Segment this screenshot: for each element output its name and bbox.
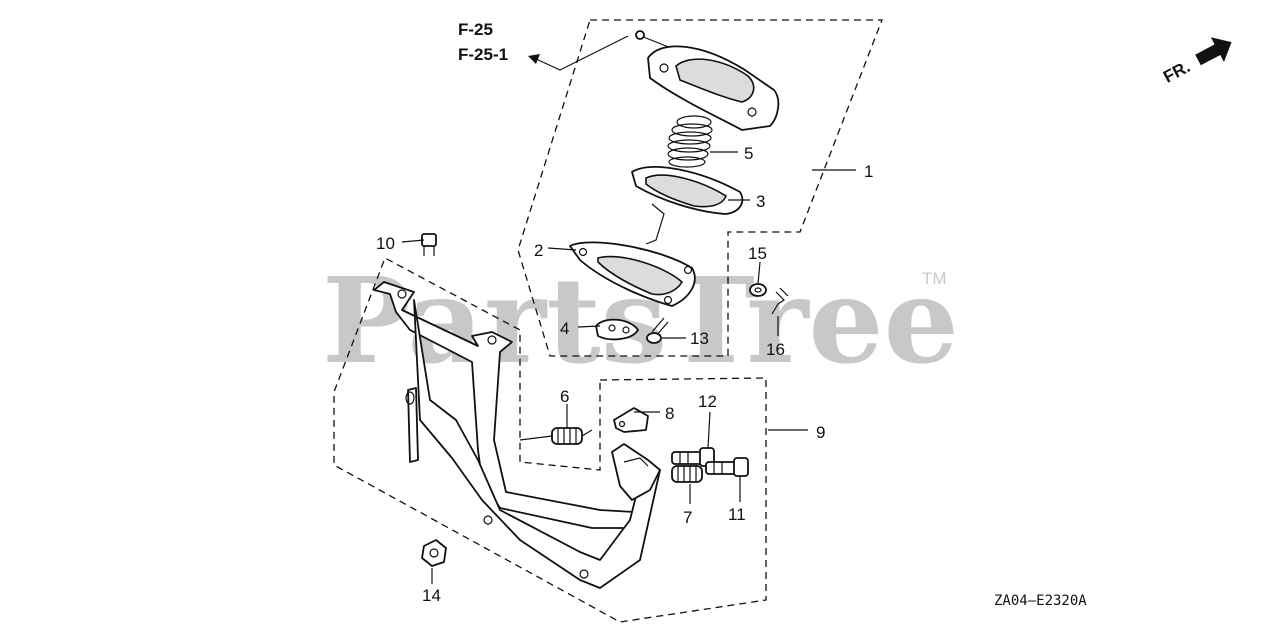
callout-10: 10: [376, 234, 395, 253]
trademark-mark: TM: [922, 269, 947, 288]
front-arrow-icon: [1195, 37, 1232, 66]
nut-part-14: [421, 539, 447, 567]
callout-6: 6: [560, 387, 569, 406]
front-direction-indicator: FR.: [1160, 37, 1232, 87]
callout-7: 7: [683, 508, 692, 527]
spring-part-7: [671, 465, 703, 483]
callout-12: 12: [698, 392, 717, 411]
washer-part-15: [749, 283, 767, 297]
pin-part-16: [771, 287, 789, 315]
bolt-part-10: [421, 233, 437, 256]
callout-15: 15: [748, 244, 767, 263]
callout-3: 3: [756, 192, 765, 211]
lever-part: [611, 443, 661, 501]
part-4: [595, 318, 639, 341]
reference-label-2[interactable]: F-25-1: [458, 45, 508, 64]
callout-9: 9: [816, 423, 825, 442]
callout-11: 11: [728, 505, 746, 524]
bolt-part-13: [646, 317, 669, 344]
callout-5: 5: [744, 144, 753, 163]
callout-4: 4: [560, 319, 569, 338]
front-direction-label: FR.: [1160, 57, 1193, 87]
leader-lines: [401, 35, 856, 584]
drawing-code: ZA04—E2320A: [994, 593, 1087, 609]
assembly-1-outline: [517, 19, 883, 357]
plate-part-8: [613, 407, 649, 433]
cover-part: [635, 30, 780, 131]
callout-16: 16: [766, 340, 785, 359]
assembly-9-outline: [333, 257, 767, 623]
callout-14: 14: [422, 586, 441, 605]
callout-1: 1: [864, 162, 873, 181]
reference-label-1[interactable]: F-25: [458, 20, 493, 39]
diaphragm-part-3: [631, 165, 744, 245]
callout-8: 8: [665, 404, 674, 423]
base-part-2: [569, 241, 696, 307]
spring-part-6: [519, 427, 593, 445]
spring-part-5: [667, 115, 713, 168]
bolt-part-11: [705, 457, 749, 477]
callout-2: 2: [534, 241, 543, 260]
callout-13: 13: [690, 329, 709, 348]
